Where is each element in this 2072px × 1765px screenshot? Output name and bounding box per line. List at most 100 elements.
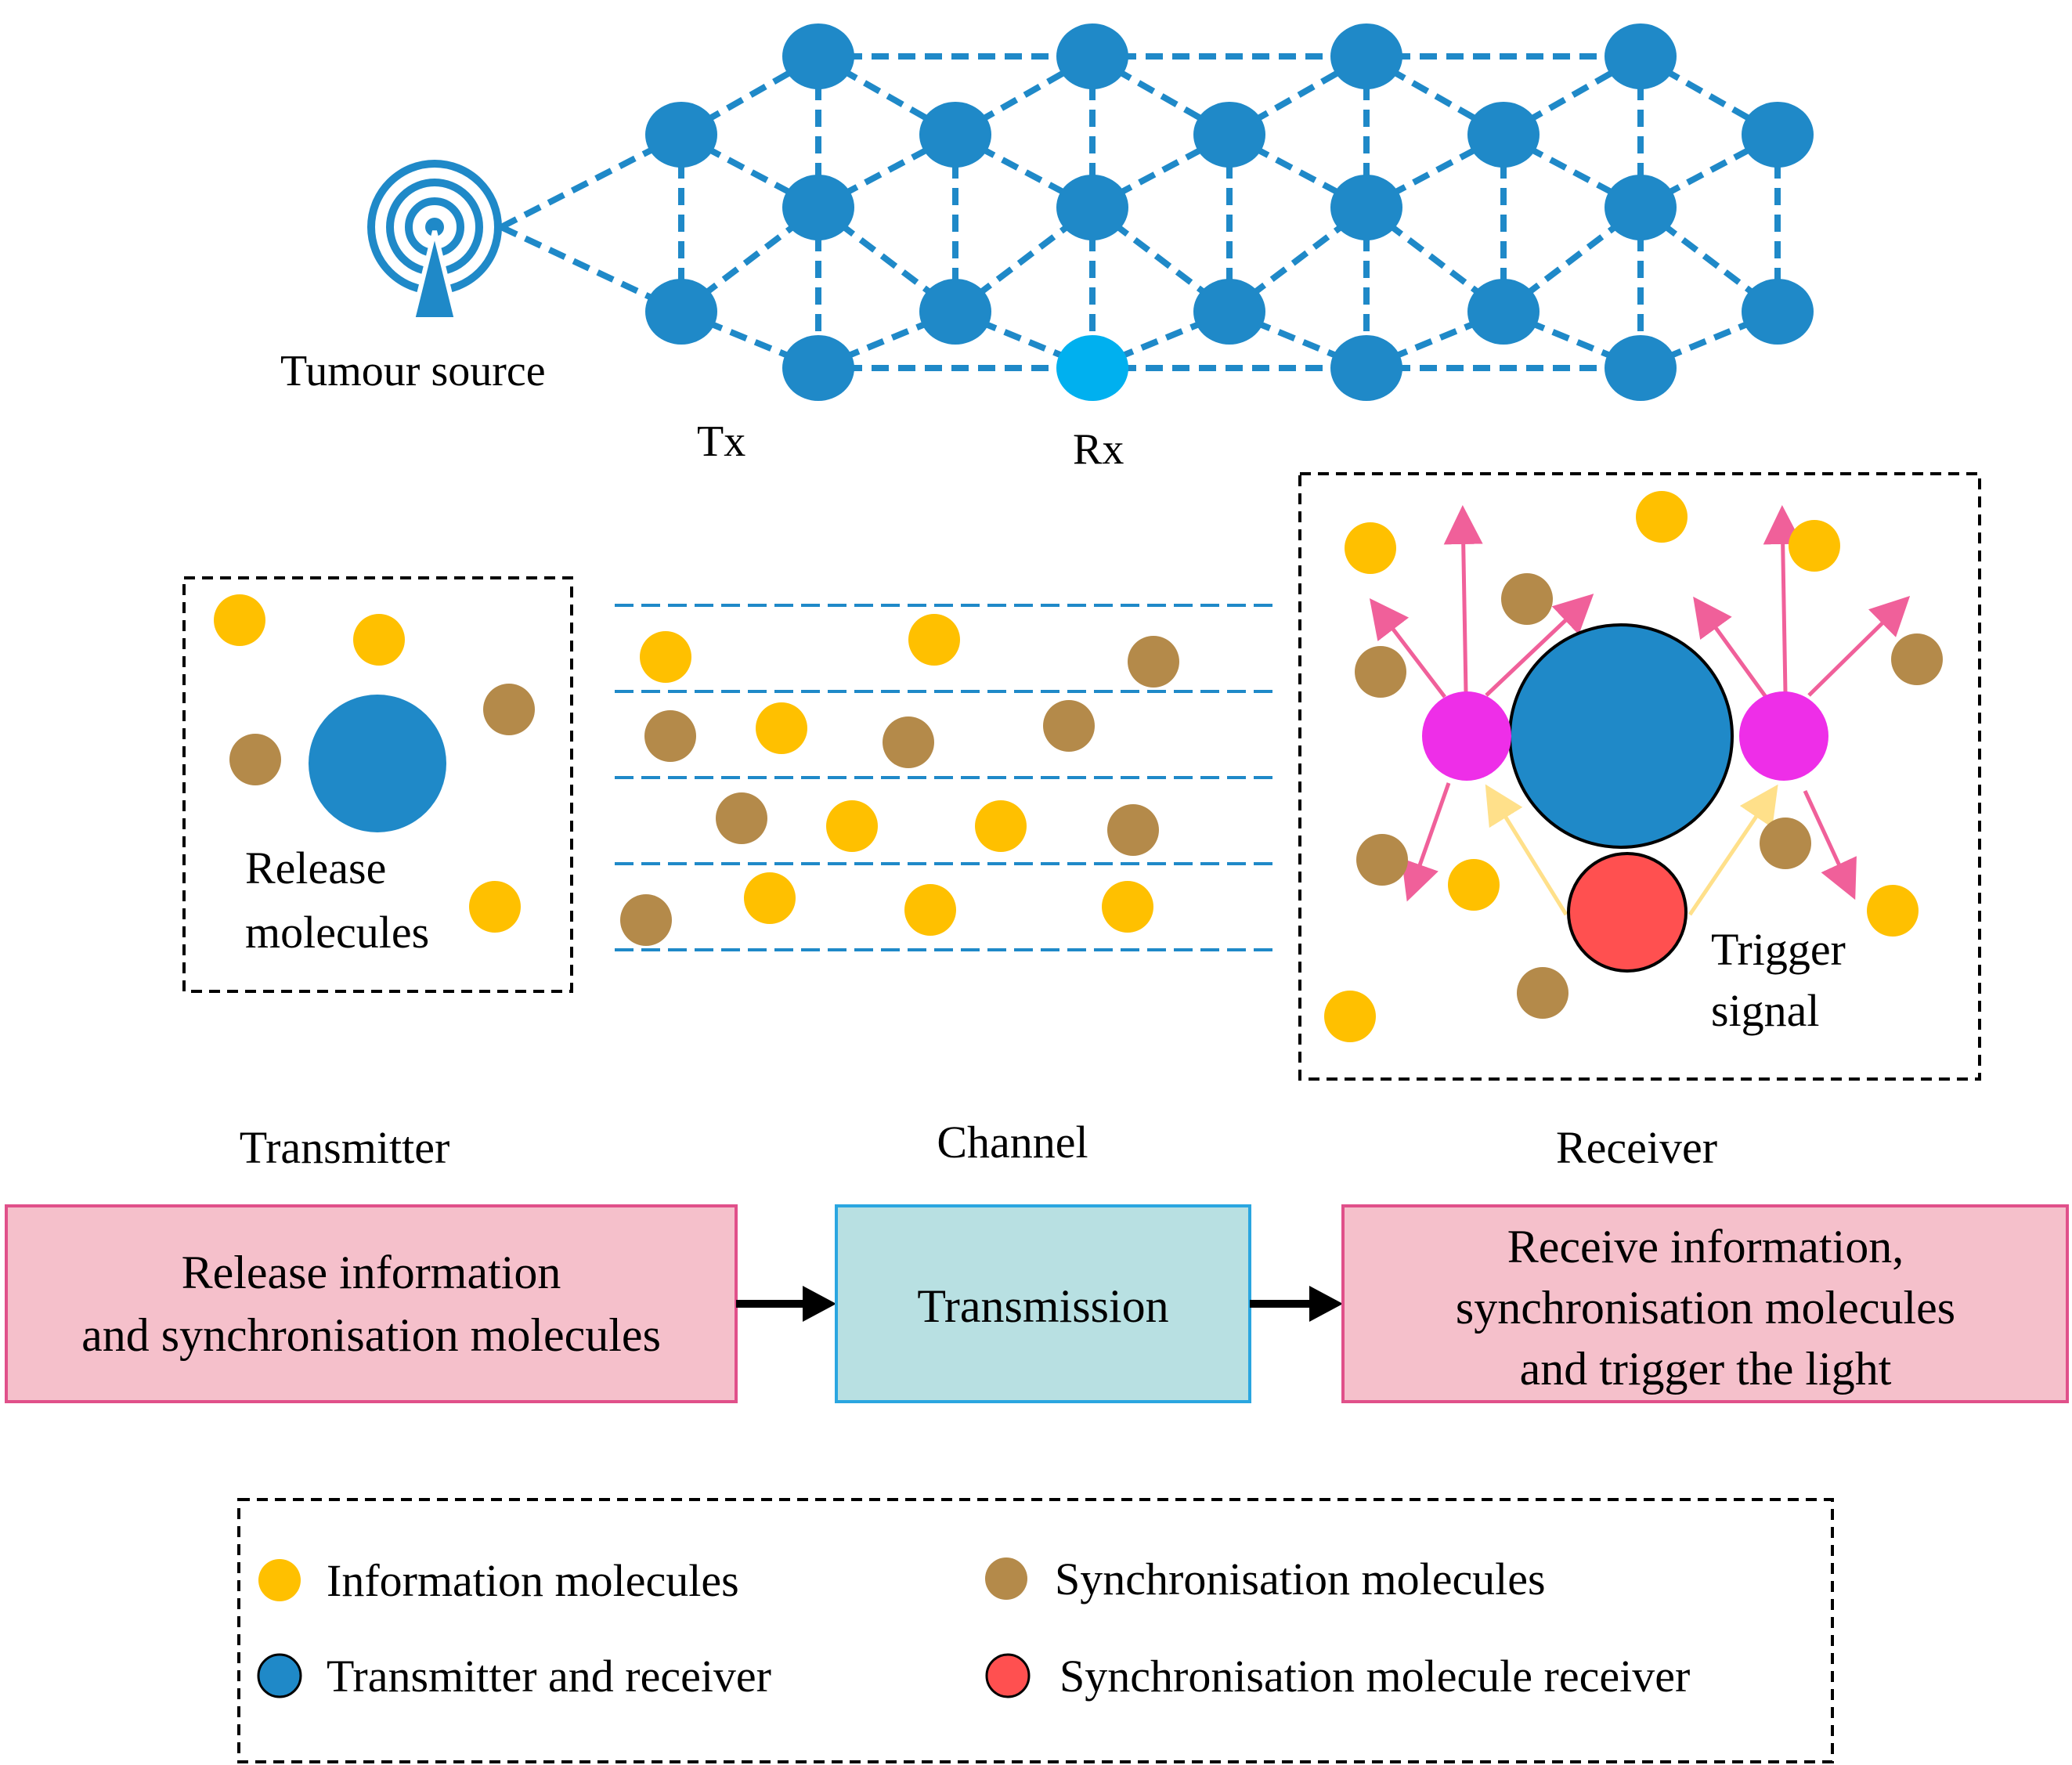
network-node [645,279,717,345]
information-molecule [1324,991,1376,1042]
flow-arrow-1-head [803,1286,836,1322]
channel-box-text: Transmission [917,1280,1168,1332]
network-node [1330,175,1402,240]
channel-caption: Channel [937,1117,1088,1168]
network-node [1467,102,1540,168]
transmitter-box [5,1204,738,1403]
information-molecule [1867,885,1919,937]
tumour-source-label: Tumour source [280,347,546,395]
transmitter-box-line1: Release information [182,1247,561,1298]
network-node [782,23,854,89]
transmitter-frame [182,576,573,993]
information-molecule [908,614,960,666]
transmitter-box-line2: and synchronisation molecules [81,1309,661,1361]
release-molecules-label-line2: molecules [245,907,429,958]
legend-information-label: Information molecules [327,1555,739,1606]
channel-lanes [615,604,1272,951]
network-node [919,102,991,168]
network-node [1605,23,1677,89]
legend-transceiver-label: Transmitter and receiver [327,1651,771,1702]
synchronisation-molecule [1760,818,1811,869]
information-molecule [353,614,405,666]
synchronisation-molecule [1128,636,1179,688]
channel-panel [615,604,1272,951]
transmitter-panel: Release molecules [182,576,573,993]
trigger-signal-label-line1: Trigger [1711,924,1846,975]
legend-synchronisation-label: Synchronisation molecules [1055,1554,1546,1604]
legend: Information molecules Synchronisation mo… [237,1498,1834,1763]
network-node [1193,102,1265,168]
synchronisation-molecule [644,710,696,762]
information-molecule [744,872,796,924]
synchronisation-molecule [229,734,281,785]
synchronisation-molecule [483,684,535,735]
receiver-frame [1298,472,1981,1081]
information-molecule [756,702,807,754]
tumour-source-icon [367,160,502,322]
channel-box [835,1204,1251,1403]
synchronisation-molecule-receiver [1567,852,1688,973]
information-molecule [1345,522,1396,574]
synchronisation-molecule [883,716,934,768]
receiver-node [1508,623,1734,849]
information-molecule [214,594,265,646]
synchronisation-molecule [1517,967,1568,1019]
network-node [1330,335,1402,401]
legend-synchronisation-swatch [985,1557,1027,1600]
information-molecule [975,800,1027,852]
receiver-box-line2: synchronisation molecules [1456,1282,1955,1334]
information-molecule [904,884,956,936]
trigger-node-right [1739,691,1828,781]
legend-sync-receiver-label: Synchronisation molecule receiver [1059,1651,1690,1702]
network-node [782,175,854,240]
network-node [645,102,717,168]
receiver-panel: Trigger signal [1298,472,1981,1081]
synchronisation-molecule [620,894,672,946]
synchronisation-molecule [1355,646,1406,698]
network-node [1330,23,1402,89]
rx-node [1056,335,1128,401]
flow-arrow-2-head [1309,1286,1343,1322]
receiver-box-line3: and trigger the light [1520,1343,1892,1395]
network-node [919,279,991,345]
synchronisation-molecule [1107,804,1159,856]
input-arrows [1485,784,1778,916]
information-molecule [640,631,691,683]
synchronisation-molecule [1356,834,1408,886]
network-node [1605,175,1677,240]
network-nodes [645,23,1814,401]
transmitter-caption: Transmitter [240,1122,450,1173]
transmitter-node [309,695,446,832]
receiver-box [1341,1204,2069,1403]
release-molecules-label-line1: Release [245,843,386,893]
legend-sync-receiver-swatch [985,1653,1031,1698]
information-molecule [1636,491,1688,543]
network-node [1056,23,1128,89]
process-flow: Release information and synchronisation … [5,1204,2069,1403]
information-molecule [826,800,878,852]
rx-label: Rx [1073,425,1124,474]
receiver-caption: Receiver [1556,1122,1717,1173]
legend-transceiver-swatch [257,1653,302,1698]
synchronisation-molecule [1891,633,1943,685]
synchronisation-molecule [1501,573,1553,625]
network-node [1742,279,1814,345]
legend-information-swatch [258,1559,301,1601]
information-molecule [1102,881,1153,933]
tx-node [782,335,854,401]
trigger-signal-label-line2: signal [1711,985,1820,1036]
trigger-node-left [1422,691,1511,781]
information-molecule [1789,520,1840,572]
network-node [1193,279,1265,345]
network-node [1467,279,1540,345]
synchronisation-molecule [716,792,767,844]
legend-frame [237,1498,1834,1763]
network-node [1605,335,1677,401]
network-node [1742,102,1814,168]
information-molecule [1448,859,1500,911]
emission-arrows [1369,505,1911,902]
synchronisation-molecule [1043,700,1095,752]
information-molecule [469,881,521,933]
nanonetwork: Tumour source Tx Rx [280,23,1814,474]
